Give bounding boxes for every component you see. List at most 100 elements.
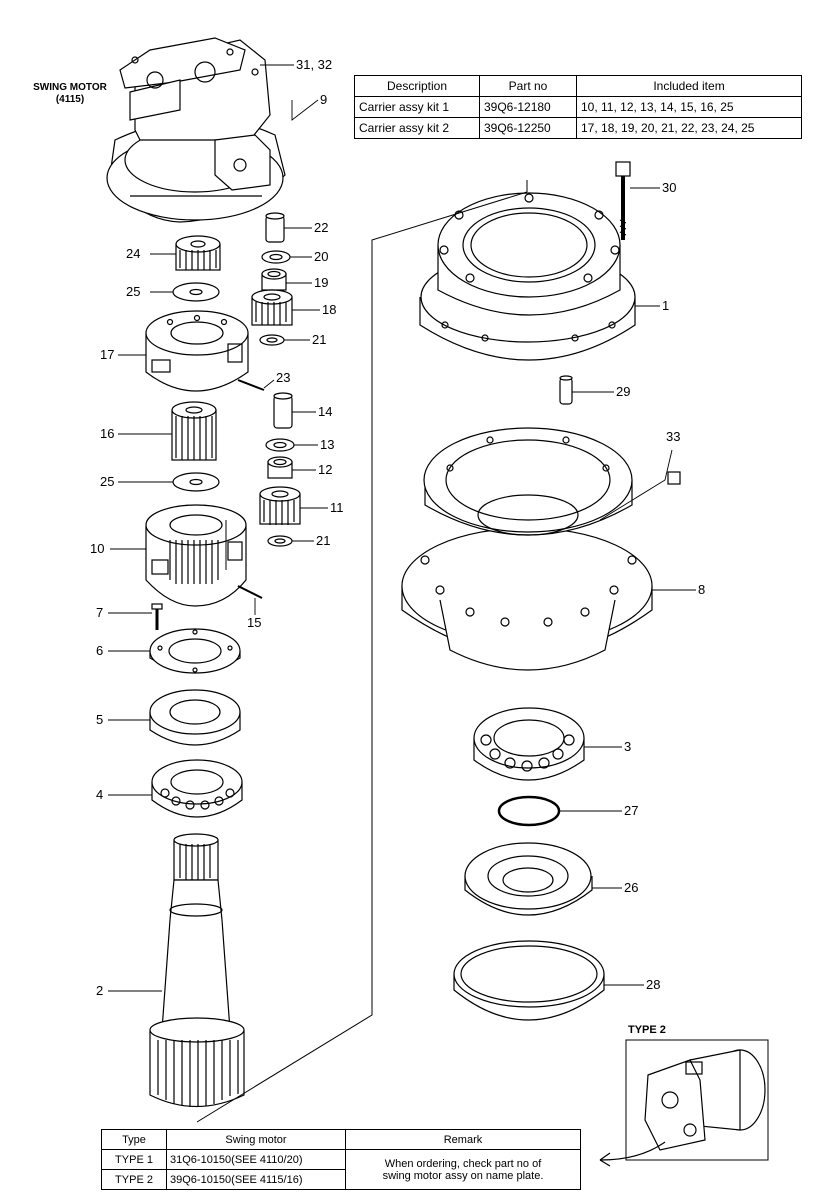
kits-cell: 39Q6-12180	[479, 96, 577, 118]
kits-cell: 10, 11, 12, 13, 14, 15, 16, 25	[576, 96, 802, 118]
callout-9: 9	[320, 92, 328, 107]
pin-22	[265, 212, 285, 243]
washer-25-upper	[172, 282, 220, 302]
carrier-10	[145, 504, 247, 607]
gear-24	[175, 235, 221, 271]
pin-14	[273, 392, 293, 429]
plate-6	[149, 628, 241, 674]
callout-27: 27	[624, 803, 639, 818]
callout-13: 13	[320, 437, 335, 452]
callout-29: 29	[616, 384, 631, 399]
swing-motor-types-table: Type Swing motor Remark TYPE 1 31Q6-1015…	[101, 1129, 581, 1190]
callout-31-32: 31, 32	[296, 57, 333, 72]
bolt-30	[615, 161, 631, 240]
housing-8	[401, 427, 653, 671]
callout-23: 23	[276, 370, 291, 385]
kits-header-description: Description	[354, 75, 480, 97]
types-remark-cell: When ordering, check part no of swing mo…	[345, 1149, 581, 1190]
seal-28	[453, 940, 605, 1021]
callout-6: 6	[96, 643, 104, 658]
callout-1: 1	[662, 298, 670, 313]
bearing-19	[261, 268, 287, 291]
washer-21-upper	[259, 334, 285, 346]
swing-motor-label: SWING MOTOR (4115)	[18, 82, 122, 106]
bolt-7	[151, 603, 163, 630]
table-row: TYPE 2 39Q6-10150(SEE 4115/16)	[101, 1169, 581, 1190]
callout-5: 5	[96, 712, 104, 727]
types-header-type: Type	[101, 1129, 167, 1150]
callout-18: 18	[322, 302, 337, 317]
callout-33: 33	[666, 429, 681, 444]
callout-11: 11	[330, 500, 344, 515]
kits-header-part-no: Part no	[479, 75, 577, 97]
kits-cell: Carrier assy kit 2	[354, 117, 480, 139]
kits-header-included-item: Included item	[576, 75, 802, 97]
pinion-shaft-2	[149, 833, 245, 1108]
callout-17: 17	[100, 347, 115, 362]
callout-28: 28	[646, 977, 661, 992]
types-header-remark: Remark	[345, 1129, 581, 1150]
callout-24: 24	[126, 246, 141, 261]
types-table-header-row: Type Swing motor Remark	[101, 1129, 581, 1150]
callout-26: 26	[624, 880, 639, 895]
pin-15	[237, 585, 263, 599]
table-row: Carrier assy kit 1 39Q6-12180 10, 11, 12…	[354, 96, 802, 118]
types-cell: TYPE 1	[101, 1149, 167, 1170]
callout-3: 3	[624, 739, 632, 754]
ring-5	[149, 689, 241, 746]
assembly-connector-lines	[196, 180, 528, 1123]
seal-26	[464, 842, 593, 916]
o-ring-27	[497, 795, 561, 827]
washer-20	[261, 250, 291, 264]
washer-25-lower	[172, 472, 220, 492]
callout-20: 20	[314, 249, 329, 264]
kits-table-header-row: Description Part no Included item	[354, 75, 802, 97]
bearing-4	[151, 759, 243, 818]
type2-motor-illustration	[599, 1039, 769, 1167]
callout-8: 8	[698, 582, 706, 597]
callout-25-upper: 25	[126, 284, 141, 299]
callout-19: 19	[314, 275, 329, 290]
types-cell: 39Q6-10150(SEE 4115/16)	[166, 1169, 346, 1190]
bearing-3	[473, 707, 585, 781]
pin-23	[237, 379, 265, 391]
callout-15: 15	[247, 615, 262, 630]
callout-21-lower: 21	[316, 533, 331, 548]
types-cell: TYPE 2	[101, 1169, 167, 1190]
swing-motor-illustration	[106, 37, 286, 223]
table-row: TYPE 1 31Q6-10150(SEE 4110/20) When orde…	[101, 1149, 581, 1190]
remark-line2: swing motor assy on name plate.	[382, 1169, 544, 1182]
type2-inset-title: TYPE 2	[628, 1024, 666, 1036]
carrier-17	[145, 310, 249, 392]
callout-12: 12	[318, 462, 333, 477]
ring-gear-1	[419, 192, 636, 361]
remark-line1: When ordering, check part no of	[384, 1157, 542, 1170]
leader-lines	[108, 64, 696, 992]
types-header-swing-motor: Swing motor	[166, 1129, 346, 1150]
swing-motor-label-line2: (4115)	[55, 94, 85, 105]
callout-22: 22	[314, 220, 329, 235]
pin-29	[559, 375, 573, 405]
bearing-12	[267, 456, 293, 479]
callout-25-lower: 25	[100, 474, 115, 489]
callout-2: 2	[96, 983, 104, 998]
washer-21-lower	[267, 535, 293, 547]
swing-motor-label-line1: SWING MOTOR	[33, 82, 107, 93]
types-cell: 31Q6-10150(SEE 4110/20)	[166, 1149, 346, 1170]
kits-cell: 39Q6-12250	[479, 117, 577, 139]
table-row: Carrier assy kit 2 39Q6-12250 17, 18, 19…	[354, 117, 802, 139]
callout-30: 30	[662, 180, 677, 195]
callout-16: 16	[100, 426, 115, 441]
callout-21-upper: 21	[312, 332, 327, 347]
callout-10: 10	[90, 541, 105, 556]
callout-7: 7	[96, 605, 104, 620]
gear-18	[251, 289, 293, 326]
carrier-kits-table: Description Part no Included item Carrie…	[354, 75, 802, 139]
callout-4: 4	[96, 787, 104, 802]
plug-33	[667, 471, 681, 485]
washer-13	[265, 438, 295, 452]
kits-cell: Carrier assy kit 1	[354, 96, 480, 118]
gear-16	[171, 401, 217, 461]
kits-cell: 17, 18, 19, 20, 21, 22, 23, 24, 25	[576, 117, 802, 139]
